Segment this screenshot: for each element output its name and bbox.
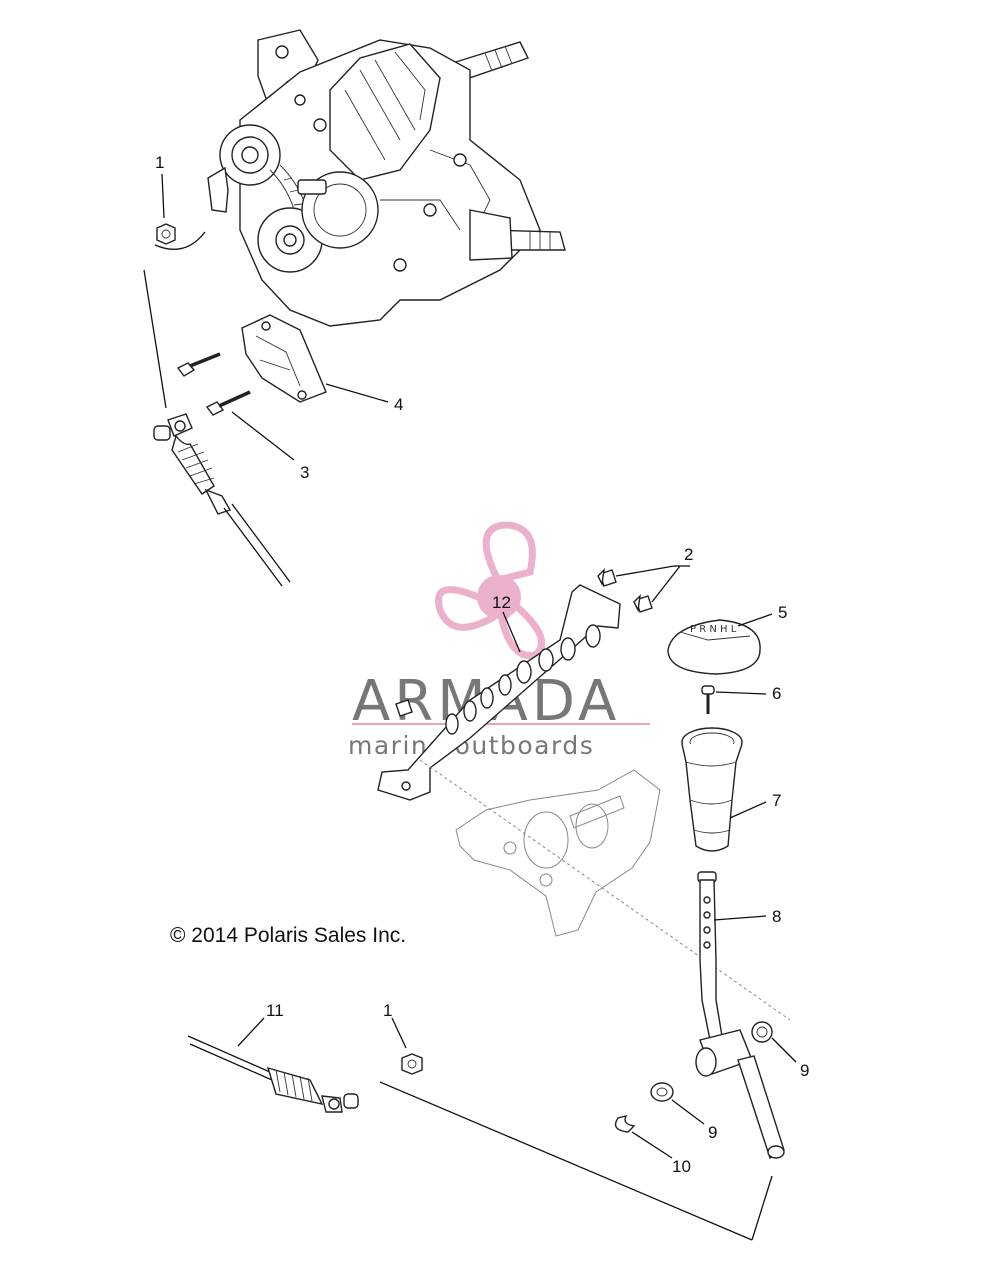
- bracket-4: 4: [241, 314, 403, 414]
- callout-10: 10: [672, 1157, 691, 1176]
- copyright-notice: © 2014 Polaris Sales Inc.: [170, 924, 406, 947]
- bracket-12: 12: [377, 584, 621, 801]
- transmission-assembly: [207, 29, 566, 327]
- callout-6: 6: [772, 684, 781, 703]
- bushing-9-lower: 9: [650, 1082, 717, 1142]
- callout-9-right: 9: [800, 1061, 809, 1080]
- callout-9-lower: 9: [708, 1123, 717, 1142]
- bolts-3: 3: [176, 352, 309, 482]
- bushing-9-right: 9: [751, 1021, 809, 1080]
- callout-1-upper: 1: [155, 153, 164, 172]
- nut-upper: 1: [154, 153, 206, 250]
- push-pins-2: 2: [597, 545, 693, 613]
- callout-4: 4: [394, 395, 403, 414]
- shift-cable-upper: [153, 413, 291, 587]
- mounting-plate-ghost: [419, 759, 791, 1021]
- shift-cable-lower: 11: [187, 1001, 359, 1113]
- callout-12: 12: [492, 593, 511, 612]
- propeller-logo: [435, 521, 546, 660]
- callout-7: 7: [772, 791, 781, 810]
- callout-8: 8: [772, 907, 781, 926]
- shift-boot-7: 7: [681, 727, 781, 852]
- screw-6: 6: [701, 684, 781, 714]
- svg-text:P R N H L: P R N H L: [690, 624, 737, 635]
- shift-lever-8: 8: [695, 871, 785, 1160]
- callout-5: 5: [778, 603, 787, 622]
- callout-2: 2: [684, 545, 693, 564]
- e-clip-10: 10: [614, 1114, 691, 1176]
- bracket-12-holes: [445, 624, 601, 735]
- nut-lower: 1: [383, 1001, 423, 1075]
- callout-3: 3: [300, 463, 309, 482]
- armada-watermark: ARMADA marine outboards: [348, 521, 650, 760]
- callout-11: 11: [266, 1001, 284, 1020]
- callout-1-lower: 1: [383, 1001, 392, 1020]
- shift-knob-cap-5: P R N H L 5: [667, 603, 787, 675]
